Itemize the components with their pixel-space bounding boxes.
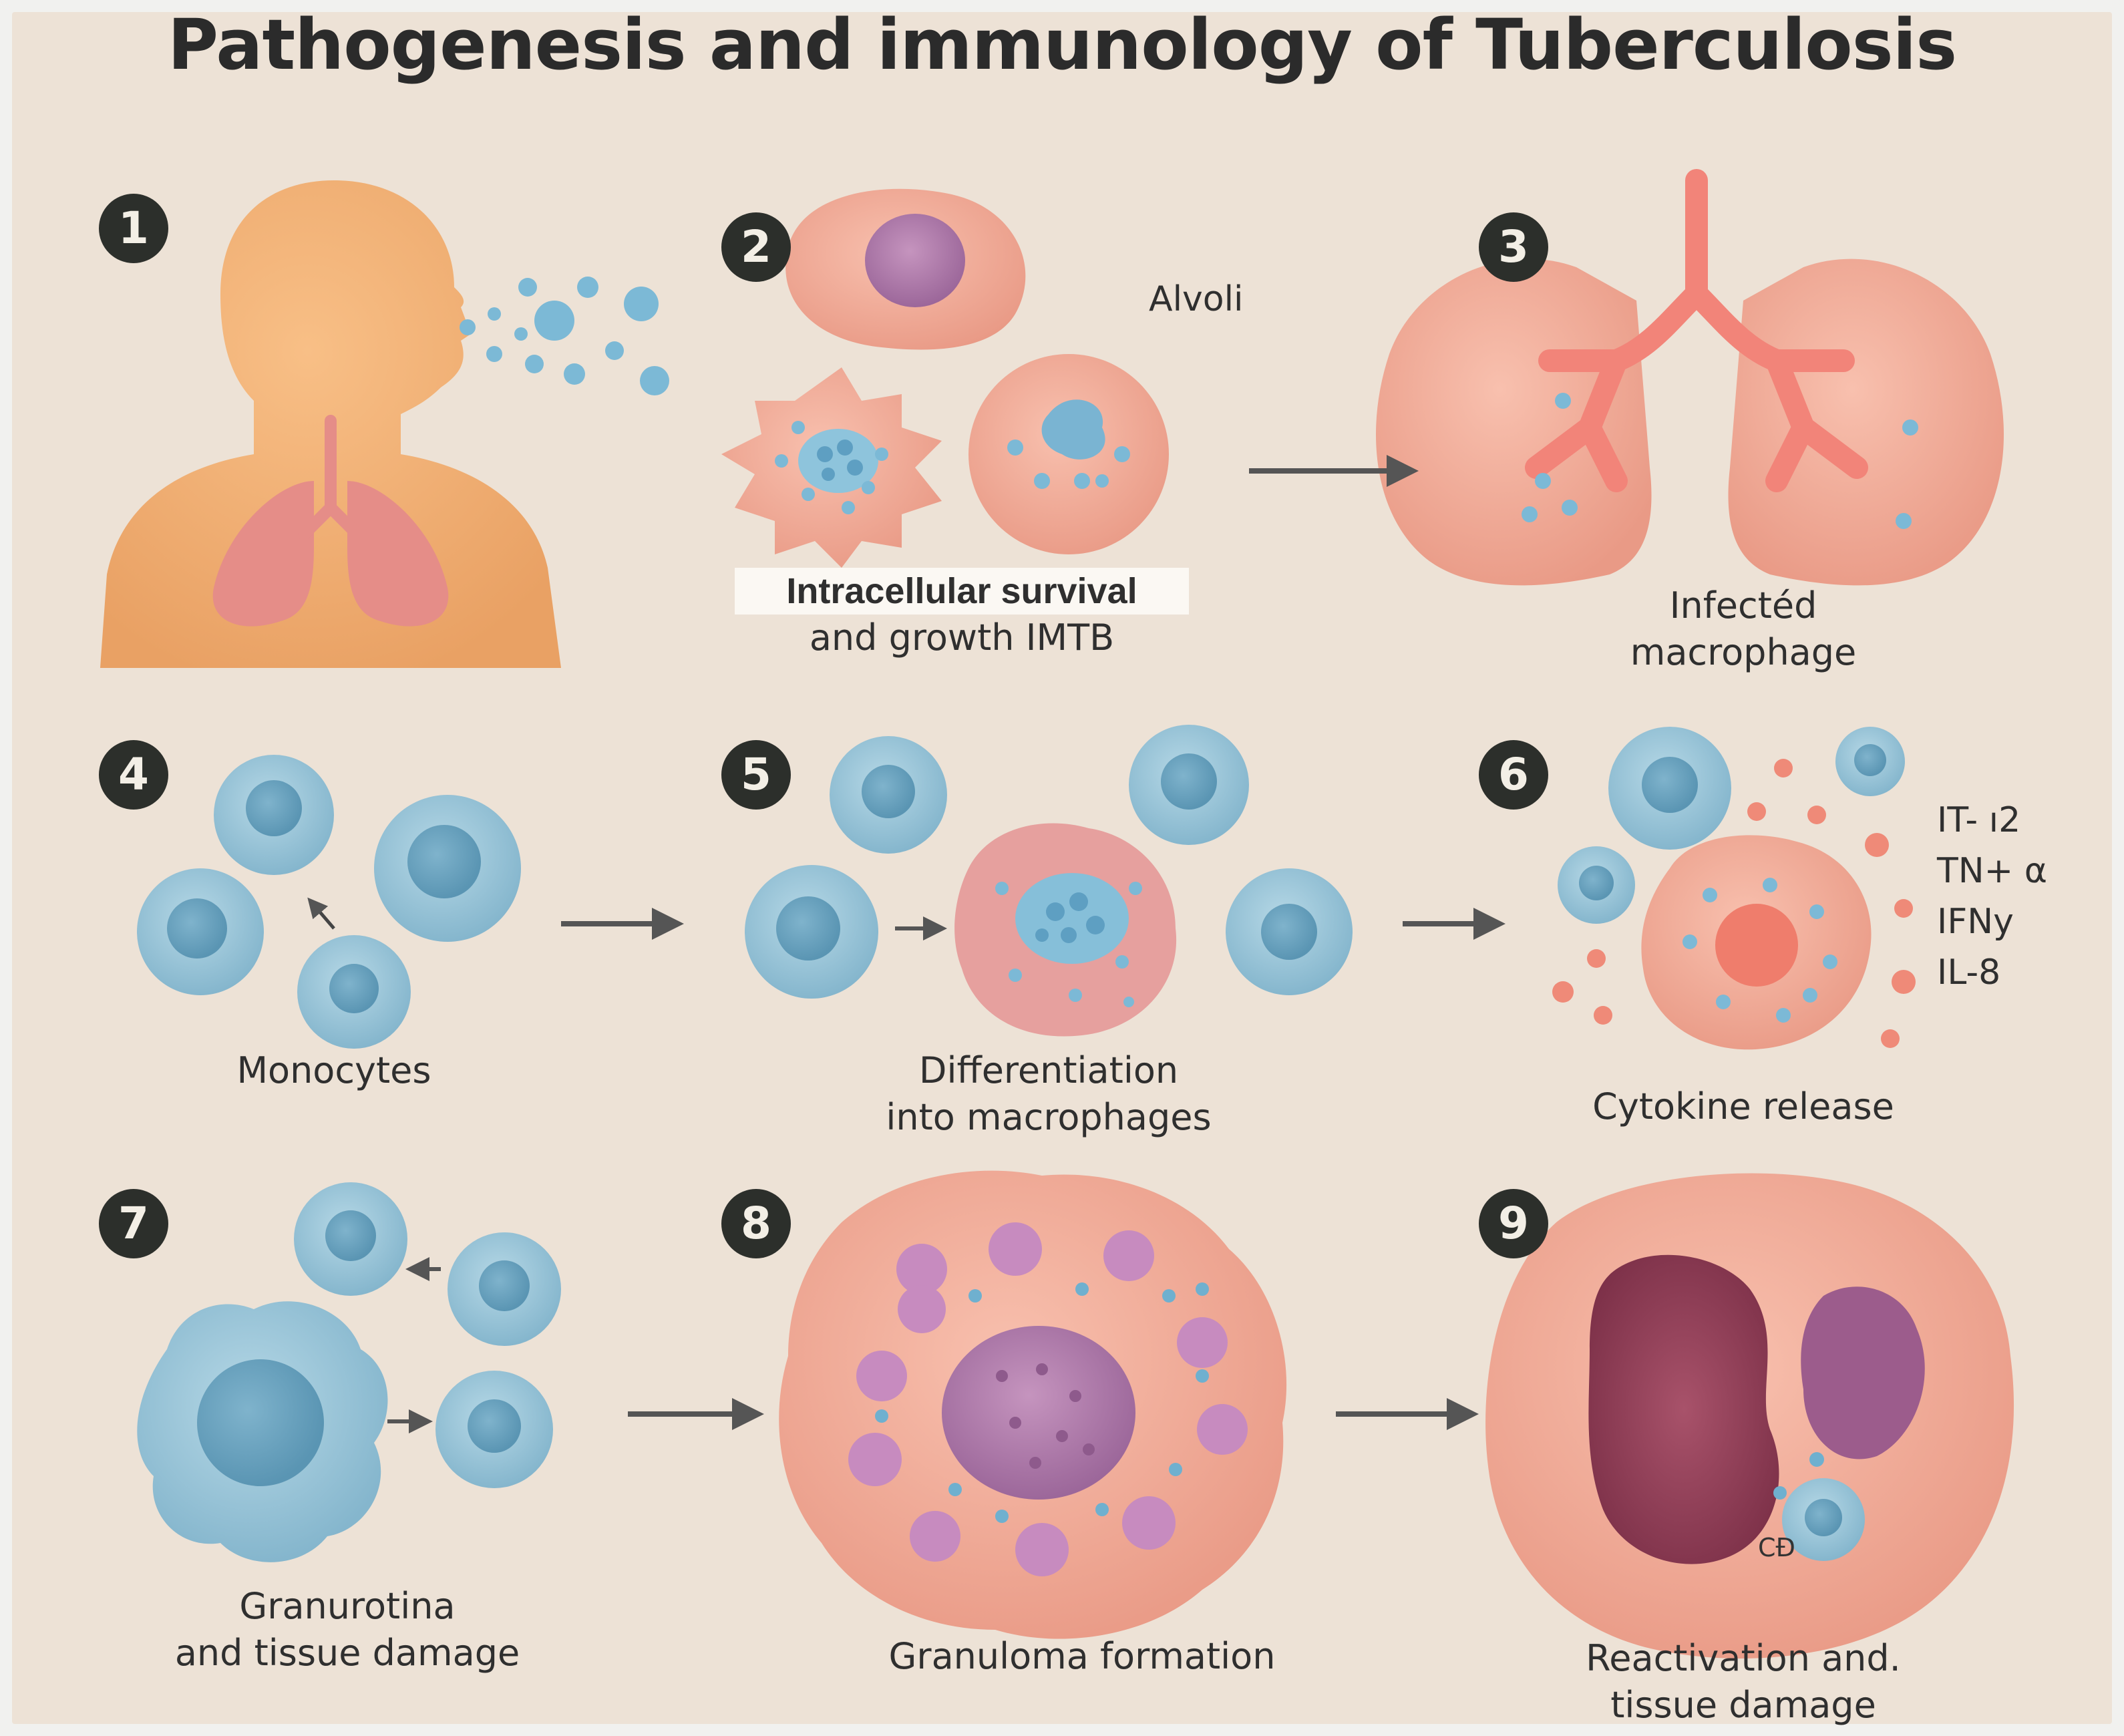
step-2-label: Intracellular survival and growth IMTB [735,568,1189,661]
step-7-label-line1: Granurotina [239,1585,456,1627]
step-badge-5: 5 [721,740,791,810]
lungs-in-body [212,415,449,627]
step-2-label-line1: Intracellular survival [735,568,1189,615]
step-badge-8: 8 [721,1189,791,1258]
step-7-label: Granurotina and tissue damage [120,1583,574,1677]
step-5-label: Differentiation into macrophages [835,1047,1262,1141]
monocyte-cluster [137,755,521,1049]
granuloma-early-cells [137,1182,561,1562]
step-badge-9: 9 [1479,1189,1548,1258]
step-badge-2: 2 [721,212,791,282]
cavitated-lesion [1485,1173,2014,1659]
cytokine-list: IT- ı2 TN+ α IFNy IL-8 [1937,795,2047,998]
cytokine-item: TN+ α [1937,851,2048,891]
step-5-label-line2: into macrophages [886,1096,1212,1138]
step-badge-4: 4 [99,740,168,810]
step-2-label-line2: and growth IMTB [809,617,1115,659]
step-badge-6: 6 [1479,740,1548,810]
cytokine-item: IT- ı2 [1937,800,2021,840]
step-3-label-line1: Infectéd [1669,584,1817,627]
step-3-label-line2: macrophage [1630,631,1857,673]
step-3-label: Infectéd macrophage [1523,582,1964,676]
step-7-label-line2: and tissue damage [174,1632,520,1674]
infected-macrophage-spiky [721,367,942,568]
cytokine-item: IFNy [1937,902,2014,942]
step-8-label: Granuloma formation [888,1635,1276,1677]
step-badge-7: 7 [99,1189,168,1258]
cytokine-release-cells [1552,727,1916,1050]
alveoli-annotation: Alvoli [1149,279,1244,319]
cytokine-item: IL-8 [1937,952,2001,993]
step-6-label: Cytokine release [1592,1085,1894,1127]
alveolar-cell-top [785,188,1026,350]
page-title: Pathogenesis and immunology of Tuberculo… [167,4,1957,85]
step-9-label: Reactivation and. tissue damage [1503,1635,1984,1729]
step-badge-1: 1 [99,194,168,263]
granuloma [779,1170,1287,1639]
step-5-label-line1: Differentiation [918,1049,1179,1091]
step-9-label-line2: tissue damage [1610,1684,1876,1726]
flow-arrows [561,455,1506,1430]
step-badge-3: 3 [1479,212,1548,282]
alveolar-cell-bottom [968,354,1169,554]
cd-annotation: CÐ [1758,1533,1795,1562]
exhaled-droplets [460,277,669,395]
differentiating-cells [745,725,1353,1037]
infected-lungs [1376,169,2004,586]
step-4-label: Monocytes [236,1049,431,1091]
step-9-label-line1: Reactivation and. [1586,1637,1901,1679]
